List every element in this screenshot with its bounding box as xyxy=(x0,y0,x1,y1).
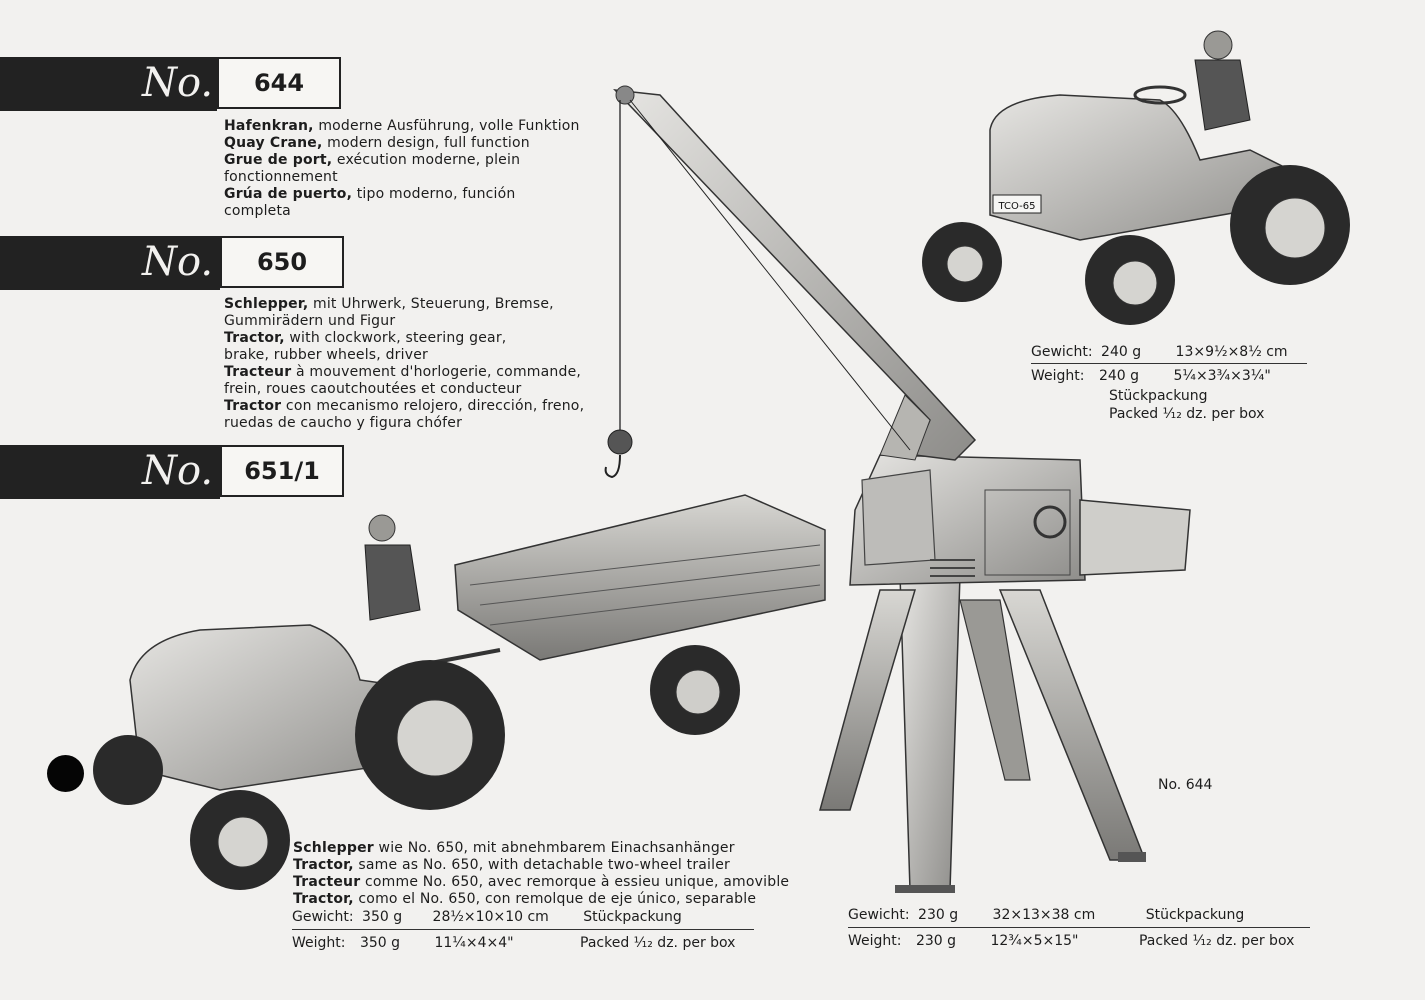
gewicht-value: 230 g xyxy=(918,907,959,923)
pack-en: Packed ¹⁄₁₂ dz. per box xyxy=(580,935,736,951)
item-header-band-644 xyxy=(0,57,217,111)
item-description-644: Hafenkran, moderne Ausführung, volle Fun… xyxy=(224,118,580,219)
spec-651-divider xyxy=(292,929,754,930)
dims-cm: 13×9½×8½ cm xyxy=(1175,344,1288,360)
dims-in: 12¾×5×15" xyxy=(990,933,1079,949)
crane-illustration xyxy=(604,85,1191,893)
gewicht-label: Gewicht: xyxy=(848,907,910,923)
pack-en: Packed ¹⁄₁₂ dz. per box xyxy=(1138,933,1295,949)
spec-650-weight-row: Weight: 240 g 5¼×3¾×3¼" xyxy=(1031,367,1271,385)
gewicht-label: Gewicht: xyxy=(1031,344,1093,360)
spec-651-weight-row: Weight: 350 g 11¼×4×4" Packed ¹⁄₁₂ dz. p… xyxy=(292,934,735,952)
spec-644-gewicht-row: Gewicht: 230 g 32×13×38 cm Stückpackung xyxy=(848,906,1244,924)
gewicht-value: 350 g xyxy=(362,909,403,925)
weight-value: 350 g xyxy=(359,935,401,951)
spec-651-gewicht-row: Gewicht: 350 g 28½×10×10 cm Stückpackung xyxy=(292,908,682,926)
item-header-band-651 xyxy=(0,445,220,499)
tractor-trailer-651-illustration xyxy=(93,494,826,890)
item-prefix-651: No. xyxy=(142,448,214,494)
item-number-651: 651/1 xyxy=(220,445,344,497)
weight-value: 230 g xyxy=(915,933,957,949)
item-description-651: Schlepper wie No. 650, mit abnehmbarem E… xyxy=(293,840,790,907)
weight-label: Weight: xyxy=(292,935,346,951)
dims-cm: 32×13×38 cm xyxy=(992,907,1096,923)
spec-650-divider xyxy=(1031,363,1307,364)
item-prefix-644: No. xyxy=(142,60,214,106)
dims-in: 5¼×3¾×3¼" xyxy=(1173,368,1271,384)
pack-de: Stückpackung xyxy=(583,909,682,925)
gewicht-label: Gewicht: xyxy=(292,909,354,925)
tractor-650-illustration: TCO-65 xyxy=(922,30,1350,325)
item-prefix-650: No. xyxy=(142,239,214,285)
dims-in: 11¼×4×4" xyxy=(434,935,514,951)
weight-label: Weight: xyxy=(848,933,902,949)
spec-644-divider xyxy=(848,927,1310,928)
tractor-plate-text: TCO-65 xyxy=(998,201,1036,212)
spec-650-pack-en: Packed ¹⁄₁₂ dz. per box xyxy=(1109,406,1265,422)
spec-644-weight-row: Weight: 230 g 12¾×5×15" Packed ¹⁄₁₂ dz. … xyxy=(848,932,1294,950)
pack-de: Stückpackung xyxy=(1145,907,1245,923)
spec-650-gewicht-row: Gewicht: 240 g 13×9½×8½ cm xyxy=(1031,343,1288,361)
binder-hole-dot xyxy=(47,755,84,792)
spec-650-pack-de: Stückpackung xyxy=(1109,388,1208,404)
dims-cm: 28½×10×10 cm xyxy=(432,909,549,925)
item-number-650: 650 xyxy=(220,236,344,288)
gewicht-value: 240 g xyxy=(1101,344,1142,360)
item-header-band-650 xyxy=(0,236,220,290)
weight-label: Weight: xyxy=(1031,368,1085,384)
weight-value: 240 g xyxy=(1098,368,1140,384)
item-description-650: Schlepper, mit Uhrwerk, Steuerung, Brems… xyxy=(224,296,585,431)
item-number-644: 644 xyxy=(217,57,341,109)
crane-caption: No. 644 xyxy=(1158,777,1213,793)
